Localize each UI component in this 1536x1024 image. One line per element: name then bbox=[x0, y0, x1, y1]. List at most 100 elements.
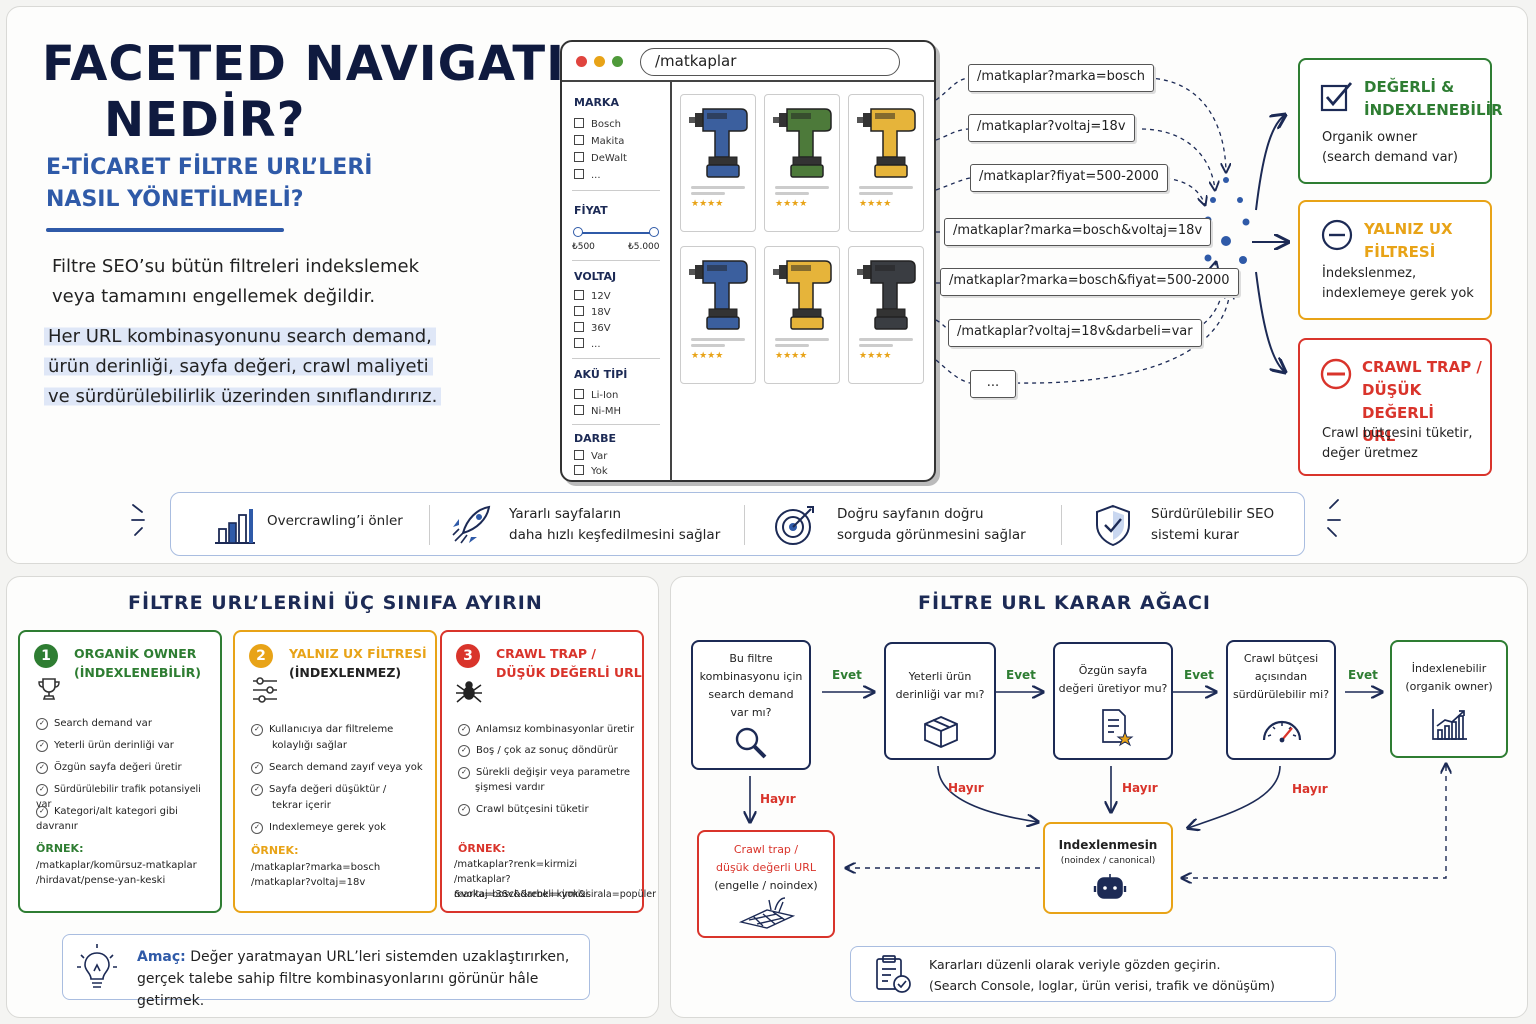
class-2-item: Indexlemeye gerek yok bbox=[251, 820, 431, 835]
product-rating-stars: ★★★★ bbox=[859, 351, 892, 361]
facet-option-li-ion[interactable]: Li-Ion bbox=[574, 389, 618, 401]
class-3-item: Sürekli değişir veya parametre bbox=[458, 765, 638, 780]
minimize-dot bbox=[594, 56, 605, 67]
class-3-item: Anlamsız kombinasyonlar üretir bbox=[458, 722, 638, 737]
facet-option-dewalt[interactable]: DeWalt bbox=[574, 152, 627, 164]
product-card[interactable]: ★★★★ bbox=[764, 94, 840, 232]
class-3-example: /matkaplar?marka=bosch&renk=kirmizi bbox=[454, 874, 588, 900]
facet-marka-label: MARKA bbox=[574, 96, 619, 109]
class-3-example: &voltaj=36v&darbeli=yok&sirala=popüler bbox=[454, 889, 656, 900]
class-1-example-label: ÖRNEK: bbox=[36, 842, 84, 855]
goal-box: Amaç: Değer yaratmayan URL’leri sistemde… bbox=[62, 934, 590, 1009]
facet-option-ni-mh[interactable]: Ni-MH bbox=[574, 405, 621, 417]
class-2-item-cont: kolaylığı sağlar bbox=[272, 740, 347, 751]
facet-option-yok[interactable]: Yok bbox=[574, 465, 608, 477]
review-box: Kararları düzenli olarak veriyle gözden … bbox=[850, 946, 1336, 1002]
product-card[interactable]: ★★★★ bbox=[680, 246, 756, 384]
outcome-trap-desc: Crawl bütçesini tüketir,değer üretmez bbox=[1322, 426, 1473, 461]
product-title-placeholder bbox=[859, 186, 913, 189]
facet-option-36v[interactable]: 36V bbox=[574, 322, 611, 334]
product-title-placeholder bbox=[775, 338, 829, 341]
browser-window: /matkaplar MARKA Bosch Makita DeWalt ...… bbox=[560, 40, 936, 482]
url-chip-marka-voltaj: /matkaplar?marka=bosch&voltaj=18v bbox=[944, 218, 1212, 246]
class-3-example-label: ÖRNEK: bbox=[458, 842, 506, 855]
product-rating-stars: ★★★★ bbox=[775, 351, 808, 361]
class-number-2: 2 bbox=[249, 644, 273, 668]
goal-text: Amaç: Değer yaratmayan URL’leri sistemde… bbox=[137, 946, 589, 1012]
subtitle-line-2: NASIL YÖNETİLMELİ? bbox=[46, 187, 304, 212]
browser-toolbar-divider bbox=[562, 80, 934, 82]
drill-icon bbox=[773, 260, 832, 330]
web-trap-icon bbox=[738, 897, 796, 929]
box-icon bbox=[924, 716, 958, 748]
facet-divider bbox=[572, 190, 660, 191]
product-card[interactable]: ★★★★ bbox=[764, 246, 840, 384]
facet-option-voltaj-more[interactable]: ... bbox=[574, 338, 601, 350]
rocket-icon bbox=[452, 505, 491, 544]
class-number-3: 3 bbox=[456, 644, 480, 668]
product-title-placeholder bbox=[691, 338, 745, 341]
tree-yes-label: Evet bbox=[1006, 668, 1036, 682]
class-ux-filter: 2 YALNIZ UX FİLTRESİ(İNDEXLENMEZ) Kullan… bbox=[233, 630, 437, 913]
product-card[interactable]: ★★★★ bbox=[848, 246, 924, 384]
facet-option-18v[interactable]: 18V bbox=[574, 306, 611, 318]
facet-divider bbox=[572, 358, 660, 359]
drill-icon bbox=[773, 108, 832, 178]
growth-chart-icon bbox=[1432, 709, 1467, 740]
tree-no-label: Hayır bbox=[948, 781, 984, 795]
facet-option-var[interactable]: Var bbox=[574, 450, 607, 462]
benefit-overcrawling: Overcrawling’i önler bbox=[267, 513, 403, 529]
price-slider-track[interactable] bbox=[578, 232, 654, 234]
drill-icon bbox=[689, 108, 748, 178]
class-2-item: Kullanıcıya dar filtreleme bbox=[251, 722, 431, 737]
sidebar-divider bbox=[670, 81, 672, 481]
page-title: FACETED NAVIGATION NEDİR? bbox=[42, 36, 648, 148]
clipboard-check-icon bbox=[876, 955, 911, 993]
class-3-item: Boş / çok az sonuç döndürür bbox=[458, 743, 638, 758]
tree-section-title: FİLTRE URL KARAR AĞACI bbox=[918, 592, 1212, 614]
url-chip-marka-fiyat: /matkaplar?marka=bosch&fiyat=500-2000 bbox=[940, 268, 1239, 296]
class-1-item: Kategori/alt kategori gibi davranır bbox=[36, 804, 216, 834]
class-2-title: YALNIZ UX FİLTRESİ(İNDEXLENMEZ) bbox=[289, 646, 427, 680]
close-dot bbox=[576, 56, 587, 67]
outcome-valuable-desc: Organik owner(search demand var) bbox=[1322, 130, 1458, 165]
benefit-separator bbox=[744, 505, 745, 545]
product-card[interactable]: ★★★★ bbox=[680, 94, 756, 232]
class-3-example: /matkaplar?renk=kirmizi bbox=[454, 859, 578, 870]
facet-option-marka-more[interactable]: ... bbox=[574, 169, 601, 181]
class-2-example: /matkaplar?voltaj=18v bbox=[251, 877, 366, 888]
facet-option-bosch[interactable]: Bosch bbox=[574, 118, 621, 130]
class-3-item: Crawl bütçesini tüketir bbox=[458, 802, 638, 817]
tree-result-crawl-trap: Crawl trap /düşük değerli URL(engelle / … bbox=[697, 830, 835, 938]
highlight-line-3: ve sürdürülebilirlik üzerinden sınıfland… bbox=[44, 386, 442, 407]
drill-icon bbox=[857, 108, 916, 178]
class-1-item: Yeterli ürün derinliği var bbox=[36, 738, 216, 753]
gauge-icon bbox=[1262, 720, 1302, 743]
facet-darbe-label: DARBE bbox=[574, 432, 617, 445]
facet-option-12v[interactable]: 12V bbox=[574, 290, 611, 302]
bar-chart-icon bbox=[215, 509, 255, 544]
facet-fiyat-label: FİYAT bbox=[574, 204, 608, 217]
trophy-icon bbox=[38, 678, 60, 700]
facet-option-makita[interactable]: Makita bbox=[574, 135, 624, 147]
class-1-title: ORGANİK OWNER(İNDEXLENEBİLİR) bbox=[74, 646, 202, 680]
intro-line-2: veya tamamını engellemek değildir. bbox=[52, 286, 376, 307]
tree-no-label: Hayır bbox=[760, 792, 796, 806]
benefit-separator bbox=[1061, 505, 1062, 545]
class-organic-owner: 1 ORGANİK OWNER(İNDEXLENEBİLİR) Search d… bbox=[18, 630, 222, 913]
product-price-placeholder bbox=[691, 192, 725, 195]
address-bar[interactable]: /matkaplar bbox=[640, 48, 900, 76]
class-2-example-label: ÖRNEK: bbox=[251, 844, 299, 857]
price-slider-min-handle[interactable] bbox=[573, 227, 583, 237]
product-price-placeholder bbox=[691, 344, 725, 347]
price-slider-max-handle[interactable] bbox=[649, 227, 659, 237]
class-2-item-cont: tekrar içerir bbox=[272, 800, 331, 811]
product-card[interactable]: ★★★★ bbox=[848, 94, 924, 232]
